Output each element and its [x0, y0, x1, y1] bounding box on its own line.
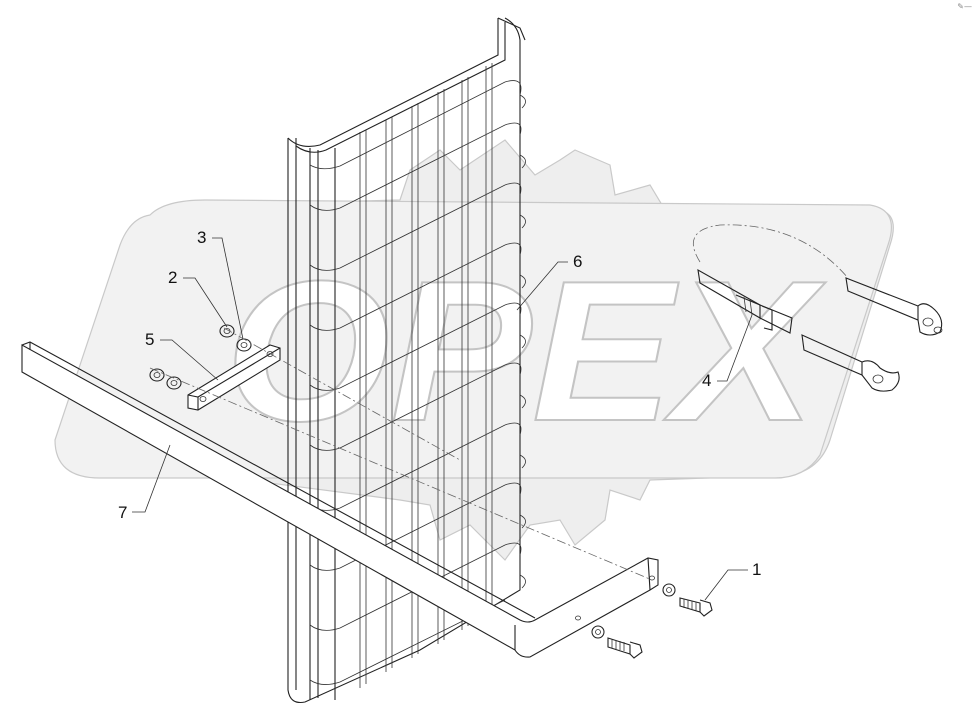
callout-label-2: 2: [168, 268, 177, 287]
assembly-axis-lines: [149, 327, 653, 581]
bolt-upper: [662, 583, 713, 617]
callout-label-1: 1: [752, 560, 761, 579]
opex-watermark-text: OPEX: [225, 240, 826, 463]
callout-2: 2: [168, 268, 228, 328]
callout-3: 3: [197, 228, 244, 340]
callout-label-6: 6: [573, 252, 582, 271]
bolt-lower: [591, 625, 643, 659]
callout-5: 5: [145, 330, 219, 381]
callout-7: 7: [118, 444, 171, 522]
opex-watermark: OPEX: [54, 139, 894, 561]
callout-label-3: 3: [197, 228, 206, 247]
callout-label-5: 5: [145, 330, 154, 349]
callout-label-4: 4: [702, 371, 711, 390]
callout-6: 6: [516, 252, 582, 311]
clamp-plate: [187, 344, 281, 411]
callout-4: 4: [702, 314, 753, 390]
angle-bar: [21, 341, 659, 658]
ratchet-strap: [692, 224, 943, 392]
wire-mesh-panel: [287, 17, 526, 704]
plate-watermark-shape: [54, 199, 892, 479]
callout-label-7: 7: [118, 503, 127, 522]
corner-mark: ✎—: [957, 2, 972, 11]
nuts-and-washers-upper: [219, 324, 252, 352]
nuts-and-washers-lower: [149, 368, 182, 390]
callout-1: 1: [704, 560, 761, 601]
